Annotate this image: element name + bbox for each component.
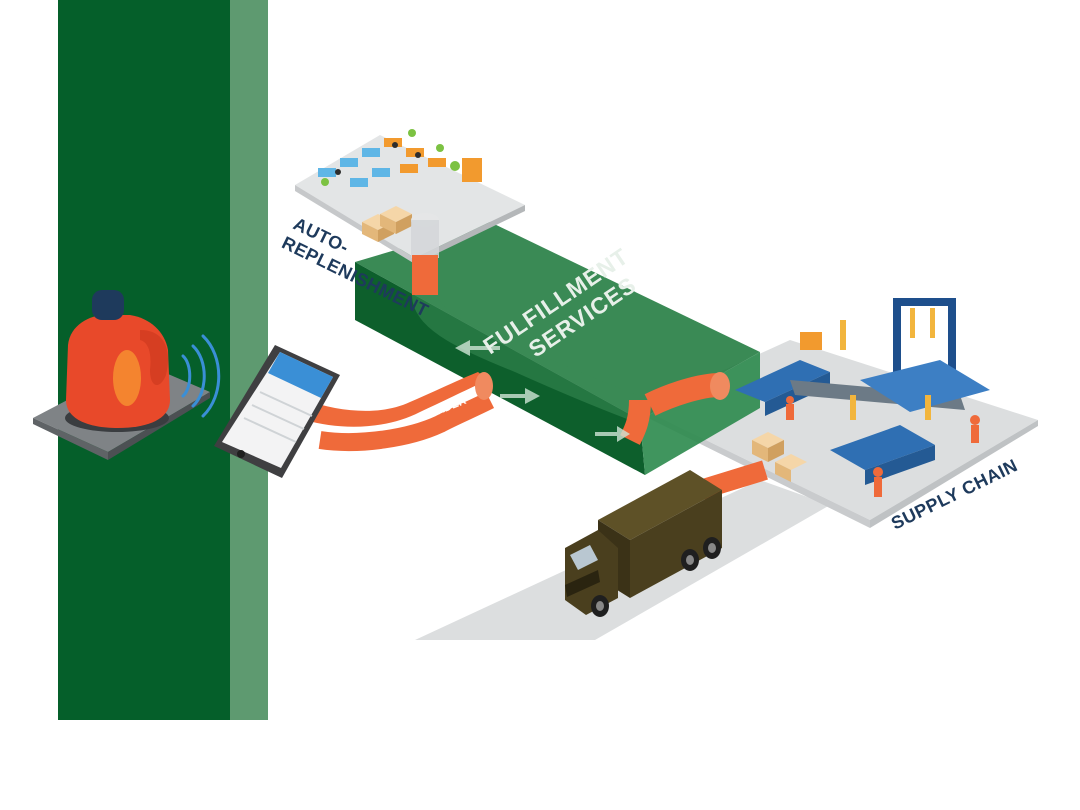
band-flow-arrows	[455, 340, 630, 442]
wireless-signal-icon	[181, 334, 221, 418]
order-arrow	[305, 372, 495, 451]
smartphone-icon	[214, 345, 340, 478]
factory-robots-icon	[735, 298, 990, 497]
detergent-jug-icon	[65, 290, 170, 432]
delivery-truck-icon	[565, 470, 722, 617]
light-green-column	[230, 0, 268, 720]
boxes-stack-icon	[362, 206, 412, 242]
office-desks-icon	[318, 129, 482, 187]
